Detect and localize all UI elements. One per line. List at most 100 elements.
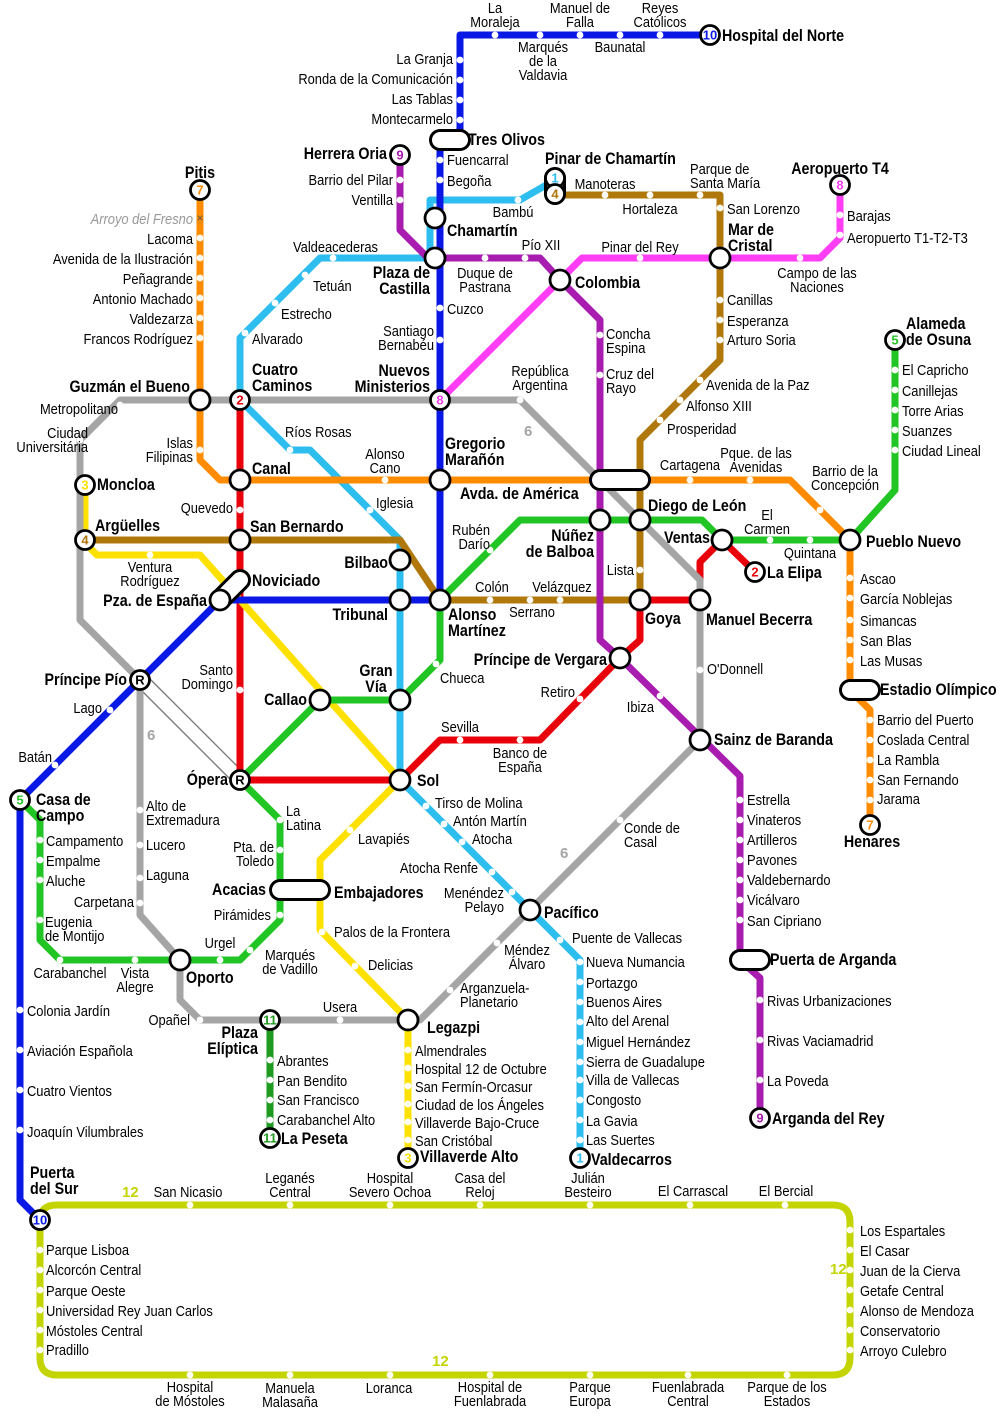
station-label-aeropuerto-t1-t2-t3[interactable]: Aeropuerto T1-T2-T3: [847, 229, 968, 246]
station-dot-rios-rosas[interactable]: [286, 446, 294, 454]
station-label-congosto[interactable]: Congosto: [586, 1091, 641, 1108]
station-label-aluche[interactable]: Aluche: [46, 872, 86, 889]
station-label-goya[interactable]: Goya: [645, 610, 681, 628]
station-dot-pta-de-toledo[interactable]: [276, 846, 284, 854]
station-label-diego-de-leon[interactable]: Diego de León: [648, 497, 746, 515]
station-dot-lacoma[interactable]: [196, 234, 204, 242]
station-dot-ciudad-lineal[interactable]: [891, 446, 899, 454]
station-label-montecarmelo[interactable]: Montecarmelo: [371, 110, 453, 127]
station-dot-alonso-de-mendoza[interactable]: [846, 1306, 854, 1314]
station-label-arroyo-culebro[interactable]: Arroyo Culebro: [860, 1342, 947, 1359]
station-dot-lago[interactable]: [106, 706, 114, 714]
station-dot-lavapies[interactable]: [346, 826, 354, 834]
station-dot-getafe-central[interactable]: [846, 1286, 854, 1294]
station-label-tres-olivos[interactable]: Tres Olivos: [468, 131, 545, 149]
station-label-tribunal[interactable]: Tribunal: [332, 606, 388, 624]
station-label-cuzco[interactable]: Cuzco: [447, 300, 484, 317]
station-dot-retiro[interactable]: [576, 695, 584, 703]
station-label-san-cipriano[interactable]: San Cipriano: [747, 912, 822, 929]
station-label-bilbao[interactable]: Bilbao: [344, 554, 388, 572]
transfer-station-diego-de-leon[interactable]: [628, 508, 652, 532]
station-label-estadio-olimpico[interactable]: Estadio Olímpico: [880, 681, 997, 699]
station-label-san-lorenzo[interactable]: San Lorenzo: [727, 200, 800, 217]
station-label-hospital-12-de-octubre[interactable]: Hospital 12 de Octubre: [415, 1060, 547, 1077]
station-dot-vicalvaro[interactable]: [736, 896, 744, 904]
station-dot-chueca[interactable]: [432, 660, 440, 668]
station-dot-mostoles-central[interactable]: [36, 1326, 44, 1334]
station-label-embajadores[interactable]: Embajadores: [334, 884, 424, 902]
station-dot-leganes-central[interactable]: [286, 1201, 294, 1209]
station-dot-nueva-numancia[interactable]: [576, 958, 584, 966]
station-dot-velazquez[interactable]: [556, 596, 564, 604]
station-label-el-carrascal[interactable]: El Carrascal: [658, 1182, 728, 1199]
station-label-las-suertes[interactable]: Las Suertes: [586, 1131, 655, 1148]
station-dot-ciudad-de-los-angeles[interactable]: [404, 1100, 412, 1108]
station-dot-parque-lisboa[interactable]: [36, 1246, 44, 1254]
station-dot-pradillo[interactable]: [36, 1346, 44, 1354]
station-label-lavapies[interactable]: Lavapiés: [358, 830, 410, 847]
station-dot-aviacion-espanola[interactable]: [16, 1046, 24, 1054]
station-label-tirso-de-molina[interactable]: Tirso de Molina: [435, 794, 523, 811]
station-label-campamento[interactable]: Campamento: [46, 832, 124, 849]
station-label-pueblo-nuevo[interactable]: Pueblo Nuevo: [866, 533, 961, 551]
station-label-principe-de-vergara[interactable]: Príncipe de Vergara: [474, 651, 607, 669]
station-label-el-bercial[interactable]: El Bercial: [759, 1182, 813, 1199]
station-dot-palos-de-la-frontera[interactable]: [318, 928, 326, 936]
station-label-vinateros[interactable]: Vinateros: [747, 811, 801, 828]
station-dot-carabanchel[interactable]: [56, 956, 64, 964]
station-dot-estrella[interactable]: [736, 796, 744, 804]
station-label-alonso-de-mendoza[interactable]: Alonso de Mendoza: [860, 1302, 974, 1319]
station-dot-cuatro-vientos[interactable]: [16, 1086, 24, 1094]
station-label-miguel-hernandez[interactable]: Miguel Hernández: [586, 1033, 691, 1050]
station-label-nueva-numancia[interactable]: Nueva Numancia: [586, 953, 685, 970]
station-dot-esperanza[interactable]: [716, 316, 724, 324]
transfer-station-sainz-de-baranda[interactable]: [688, 728, 712, 752]
transfer-station-colombia[interactable]: [548, 268, 572, 292]
station-dot-opanel[interactable]: [196, 1016, 204, 1024]
transfer-station-san-bernardo[interactable]: [228, 528, 252, 552]
station-label-retiro[interactable]: Retiro: [541, 683, 576, 700]
station-dot-atocha-renfe[interactable]: [488, 868, 496, 876]
station-label-ciudad-lineal[interactable]: Ciudad Lineal: [902, 442, 981, 459]
transfer-station-callao[interactable]: [308, 688, 332, 712]
station-label-begona[interactable]: Begoña: [447, 172, 492, 189]
station-label-rivas-urbanizaciones[interactable]: Rivas Urbanizaciones: [767, 992, 892, 1009]
station-dot-fuencarral[interactable]: [436, 156, 444, 164]
station-label-batan[interactable]: Batán: [18, 748, 52, 765]
station-label-colombia[interactable]: Colombia: [575, 274, 640, 292]
transfer-station-guzman-el-bueno[interactable]: [188, 388, 212, 412]
station-dot-vinateros[interactable]: [736, 816, 744, 824]
station-dot-suanzes[interactable]: [891, 426, 899, 434]
station-dot-casa-del-reloj[interactable]: [476, 1201, 484, 1209]
station-label-san-francisco[interactable]: San Francisco: [277, 1091, 360, 1108]
station-dot-concha-espina[interactable]: [596, 331, 604, 339]
station-label-piramides[interactable]: Pirámides: [214, 906, 271, 923]
station-label-avda-de-america[interactable]: Avda. de América: [460, 485, 579, 503]
station-dot-miguel-hernandez[interactable]: [576, 1038, 584, 1046]
station-label-portazgo[interactable]: Portazgo: [586, 974, 638, 991]
station-dot-arturo-soria[interactable]: [716, 336, 724, 344]
station-dot-quevedo[interactable]: [236, 506, 244, 514]
station-dot-alvarado[interactable]: [241, 329, 249, 337]
station-label-vicalvaro[interactable]: Vicálvaro: [747, 891, 800, 908]
station-label-pza-de-espana[interactable]: Pza. de España: [103, 592, 207, 610]
station-dot-ciudad-universitaria[interactable]: [76, 436, 84, 444]
station-label-sierra-de-guadalupe[interactable]: Sierra de Guadalupe: [586, 1053, 705, 1070]
station-label-delicias[interactable]: Delicias: [368, 956, 413, 973]
station-dot-el-bercial[interactable]: [781, 1201, 789, 1209]
station-label-guzman-el-bueno[interactable]: Guzmán el Bueno: [69, 378, 190, 396]
transfer-station-goya[interactable]: [628, 588, 652, 612]
station-label-velazquez[interactable]: Velázquez: [532, 578, 591, 595]
station-label-tetuan[interactable]: Tetuán: [313, 277, 352, 294]
station-dot-avenida-de-la-paz[interactable]: [696, 376, 704, 384]
station-dot-campo-de-las-naciones[interactable]: [796, 254, 804, 262]
